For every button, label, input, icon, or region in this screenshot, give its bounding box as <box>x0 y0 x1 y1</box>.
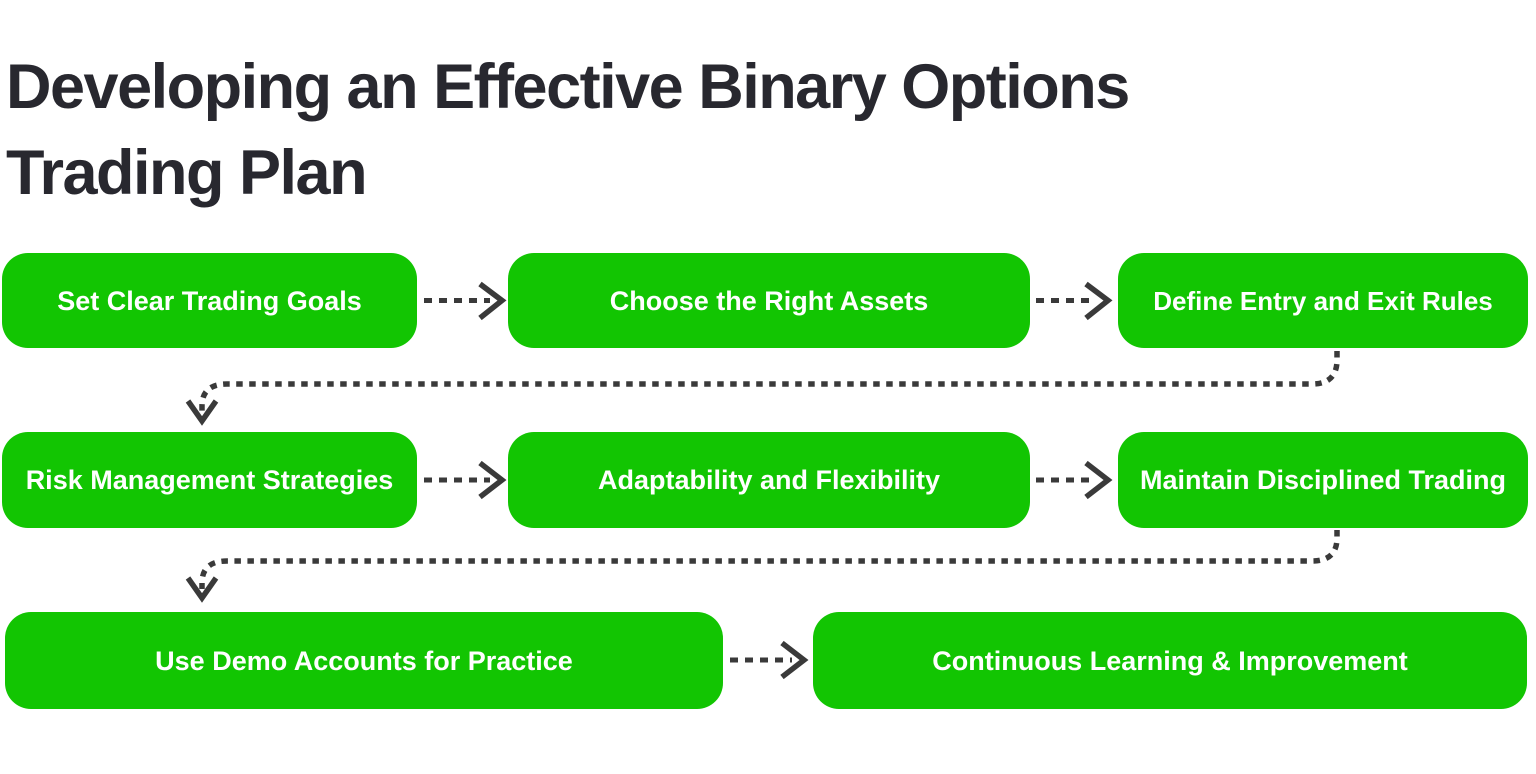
flow-box-use-demo-accounts-for-practice: Use Demo Accounts for Practice <box>5 612 723 709</box>
return-connector-row2-to-row3 <box>199 530 1340 589</box>
arrowhead-row1-box2-box3 <box>1084 281 1113 321</box>
flow-box-set-clear-trading-goals: Set Clear Trading Goals <box>2 253 417 348</box>
flow-box-maintain-disciplined-trading: Maintain Disciplined Trading <box>1118 432 1528 528</box>
arrowhead-row2-box1-box2 <box>478 460 507 500</box>
return-connector-row1-to-row2 <box>199 351 1340 412</box>
page-title: Developing an Effective Binary Options T… <box>6 44 1406 216</box>
title-line-1: Developing an Effective Binary Options <box>6 52 1130 122</box>
flow-box-risk-management-strategies: Risk Management Strategies <box>2 432 417 528</box>
flow-box-adaptability-and-flexibility: Adaptability and Flexibility <box>508 432 1030 528</box>
arrowhead-row3-box1-box2 <box>780 640 809 680</box>
arrowhead-return-row1-row2 <box>185 399 219 426</box>
arrowhead-row1-box1-box2 <box>478 281 507 321</box>
arrowhead-row2-box2-box3 <box>1084 460 1113 500</box>
flow-box-continuous-learning-improvement: Continuous Learning & Improvement <box>813 612 1527 709</box>
title-line-2: Trading Plan <box>6 138 368 208</box>
flow-box-choose-the-right-assets: Choose the Right Assets <box>508 253 1030 348</box>
arrowhead-return-row2-row3 <box>185 576 219 603</box>
flow-box-define-entry-and-exit-rules: Define Entry and Exit Rules <box>1118 253 1528 348</box>
